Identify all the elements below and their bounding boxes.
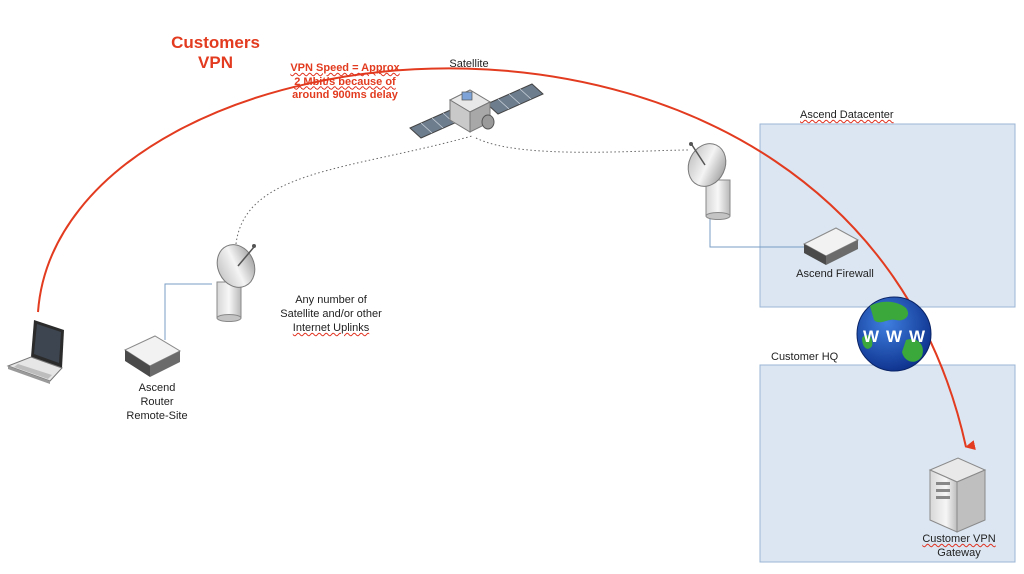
remote-router-line-1: Ascend bbox=[138, 382, 176, 394]
uplinks-line-2: Satellite and/or other bbox=[280, 308, 382, 320]
globe-icon: W W W bbox=[856, 296, 932, 372]
uplinks-line-3: Internet Uplinks bbox=[292, 322, 370, 334]
customer-hq-title-text: Customer HQ bbox=[771, 351, 839, 363]
vpn-speed-line-3: around 900ms delay bbox=[292, 89, 398, 101]
satellite-dish-icon bbox=[687, 142, 731, 220]
vpn-speed-note: VPN Speed = Approx 2 Mbit/s because of a… bbox=[276, 62, 414, 103]
firewall-label-text: Ascend Firewall bbox=[796, 268, 874, 280]
uplink-dotted-link-left bbox=[235, 135, 473, 245]
globe-letter-1: W bbox=[863, 327, 880, 346]
globe-letter-2: W bbox=[886, 327, 903, 346]
customer-hq-title: Customer HQ bbox=[771, 351, 838, 363]
satellite-icon bbox=[409, 83, 544, 139]
dish-to-firewall-link bbox=[709, 218, 804, 248]
server-icon bbox=[928, 457, 987, 533]
vpn-gateway-line-2: Gateway bbox=[937, 547, 981, 559]
datacenter-zone bbox=[759, 123, 1016, 308]
uplink-dotted-link-right bbox=[475, 137, 691, 153]
laptop-icon bbox=[6, 320, 64, 384]
vpn-title-line-1: Customers bbox=[171, 33, 260, 52]
vpn-arc bbox=[37, 67, 976, 450]
vpn-speed-line-2: 2 Mbit/s because of bbox=[294, 75, 396, 88]
uplinks-line-1: Any number of bbox=[295, 294, 367, 306]
remote-router-line-2: Router bbox=[140, 396, 174, 408]
firewall-label: Ascend Firewall bbox=[780, 267, 890, 281]
satellite-label: Satellite bbox=[434, 57, 504, 71]
globe-letter-3: W bbox=[909, 327, 926, 346]
satellite-label-text: Satellite bbox=[449, 58, 489, 70]
vpn-gateway-label: Customer VPN Gateway bbox=[904, 532, 1014, 560]
firewall-icon bbox=[802, 227, 860, 265]
remote-router-line-3: Remote-Site bbox=[126, 410, 188, 422]
customers-vpn-title: Customers VPN bbox=[158, 33, 273, 73]
customer-hq-zone bbox=[759, 364, 1016, 563]
vpn-title-line-2: VPN bbox=[198, 53, 233, 72]
uplinks-label: Any number of Satellite and/or other Int… bbox=[256, 293, 406, 335]
remote-router-label: Ascend Router Remote-Site bbox=[117, 381, 197, 423]
router-icon bbox=[123, 335, 182, 377]
vpn-gateway-line-1: Customer VPN bbox=[922, 533, 996, 545]
router-to-dish-link bbox=[164, 283, 212, 340]
datacenter-title: Ascend Datacenter bbox=[800, 109, 894, 121]
datacenter-title-text: Ascend Datacenter bbox=[800, 109, 894, 121]
vpn-speed-line-1: VPN Speed = Approx bbox=[290, 62, 400, 74]
satellite-dish-icon bbox=[216, 244, 256, 322]
